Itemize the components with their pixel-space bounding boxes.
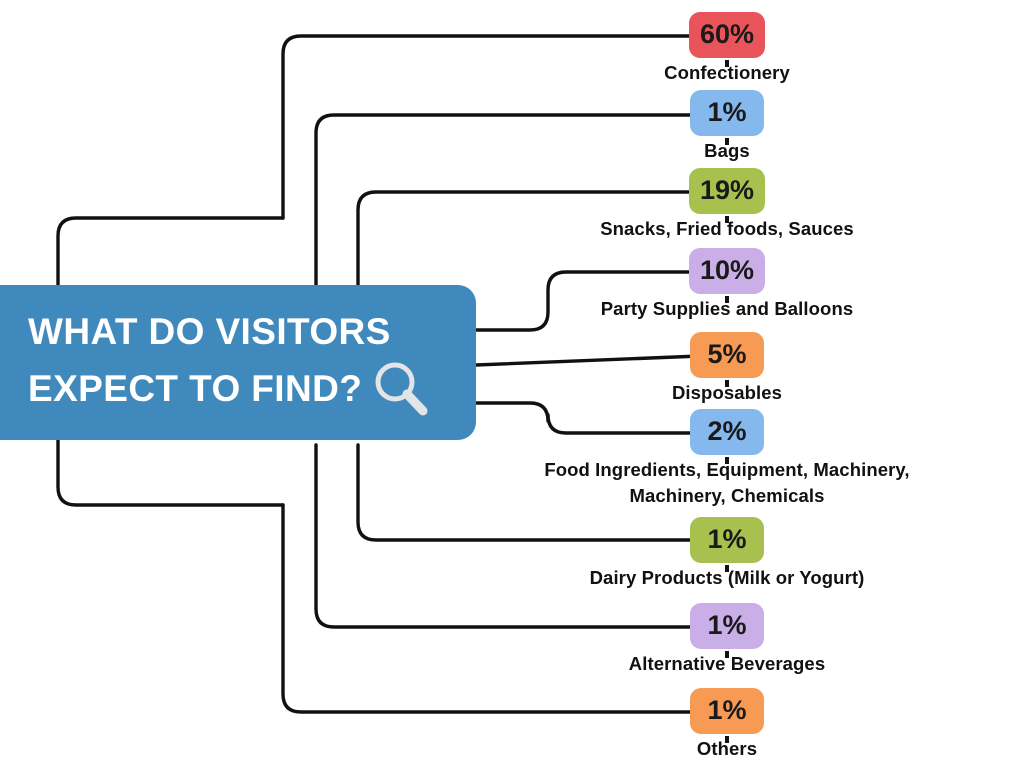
node-bags[interactable]: 1% Bags (447, 90, 1007, 164)
node-label: Food Ingredients, Equipment, Machinery, (544, 458, 910, 480)
node-label: Bags (704, 139, 750, 161)
badge-value: 2% (690, 409, 764, 455)
badge-tick (725, 380, 729, 387)
node-label: Disposables (671, 381, 783, 403)
node-label: Alternative Beverages (628, 652, 826, 674)
badge-value: 60% (688, 12, 766, 58)
node-label: Snacks, Fried foods, Sauces (600, 217, 854, 239)
node-label: Dairy Products (Milk or Yogurt) (589, 566, 865, 588)
connector-snacks (356, 190, 702, 297)
badge-value: 19% (688, 168, 766, 214)
badge-value: 1% (690, 603, 764, 649)
node-dairy-products[interactable]: 1% Dairy Products (Milk or Yogurt) (447, 517, 1007, 591)
connector-others (281, 503, 702, 714)
badge-tick (725, 296, 729, 303)
node-label: Others (696, 737, 758, 759)
badge-value: 1% (690, 517, 764, 563)
badge-value: 10% (688, 248, 766, 294)
node-others[interactable]: 1% Others (447, 688, 1007, 762)
badge-tick (725, 457, 729, 464)
badge-tick (725, 651, 729, 658)
connector-dairy (356, 443, 702, 542)
title-line-1: WHAT DO VISITORS (28, 311, 391, 352)
magnifier-icon (370, 358, 432, 420)
connector-bags (314, 113, 702, 297)
node-label: Confectionery (664, 61, 790, 83)
title-row-2: EXPECT TO FIND? (28, 356, 476, 420)
node-confectionery[interactable]: 60% Confectionery (447, 12, 1007, 86)
node-alternative-beverages[interactable]: 1% Alternative Beverages (447, 603, 1007, 677)
connector-disposables (474, 354, 702, 367)
badge-tick (725, 60, 729, 67)
connector-food-ingredients (474, 401, 702, 435)
node-label: Party Supplies and Balloons (600, 297, 854, 319)
node-food-ingredients[interactable]: 2% Food Ingredients, Equipment, Machiner… (447, 409, 1007, 510)
connector-party-supplies (474, 270, 702, 332)
badge-tick (725, 565, 729, 572)
badge-value: 5% (690, 332, 764, 378)
node-label-line-2: Machinery, Chemicals (629, 485, 825, 507)
node-snacks-fried-foods-sauces[interactable]: 19% Snacks, Fried foods, Sauces (447, 168, 1007, 242)
connector-confectionery (281, 34, 692, 220)
title-card: WHAT DO VISITORS EXPECT TO FIND? (0, 285, 476, 440)
node-party-supplies-and-balloons[interactable]: 10% Party Supplies and Balloons (447, 248, 1007, 322)
badge-value: 1% (690, 688, 764, 734)
node-disposables[interactable]: 5% Disposables (447, 332, 1007, 406)
badge-tick (725, 736, 729, 743)
connector-alternative-beverages (314, 443, 702, 629)
badge-tick (725, 216, 729, 223)
badge-tick (725, 138, 729, 145)
badge-value: 1% (690, 90, 764, 136)
title-line-2: EXPECT TO FIND? (28, 367, 363, 409)
